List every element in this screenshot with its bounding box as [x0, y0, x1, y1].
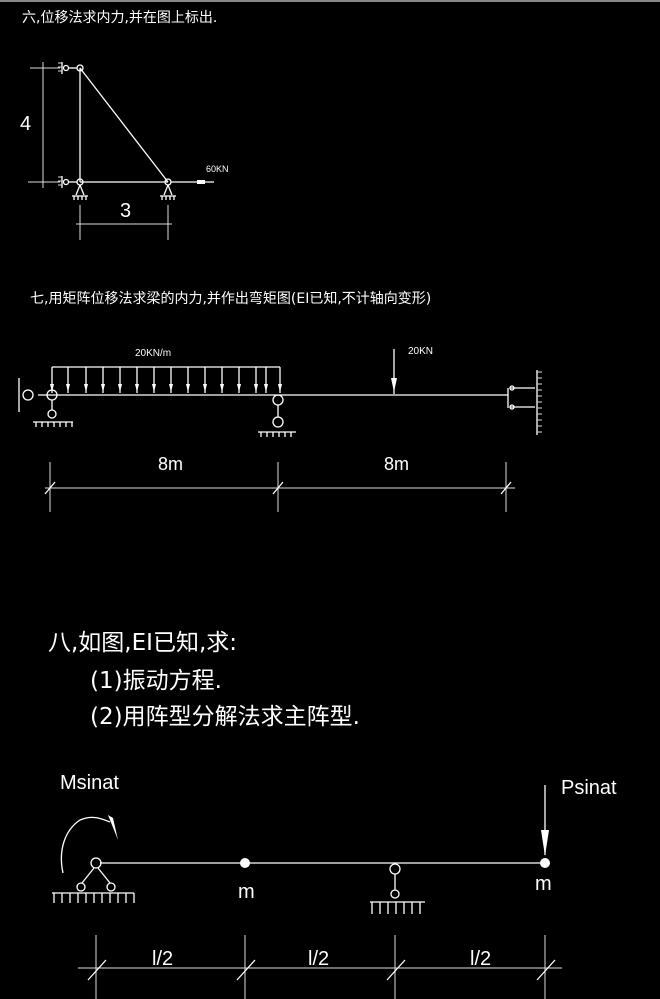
segment-3-label: l/2	[470, 948, 491, 970]
segment-2-label: l/2	[308, 948, 329, 970]
force-label: Psinat	[561, 777, 617, 799]
middle-roller-support-icon	[258, 394, 296, 437]
mass-2-label: m	[535, 873, 552, 895]
dimension-lines	[28, 62, 172, 240]
force-arrow-icon	[541, 785, 549, 856]
load-label: 60KN	[206, 164, 229, 174]
span-1-label: 8m	[158, 454, 183, 474]
point-load-label: 20KN	[408, 346, 433, 357]
distributed-load-label: 20KN/m	[135, 348, 171, 359]
dim-width-label: 3	[120, 200, 131, 222]
problem-8: 八,如图,EI已知,求: (1)振动方程. (2)用阵型分解法求主阵型. Msi…	[48, 630, 617, 999]
mass-point-1	[240, 858, 250, 868]
point-load-arrow-icon	[391, 349, 397, 394]
left-support-icon	[18, 378, 73, 427]
problem-6: 六,位移法求内力,并在图上标出. 4 3	[20, 10, 229, 240]
moment-label: Msinat	[60, 772, 119, 794]
problem-8-title: 八,如图,EI已知,求:	[48, 630, 237, 656]
distributed-load-arrows	[50, 366, 282, 393]
dim-height-label: 4	[20, 113, 31, 135]
problem-7: 七,用矩阵位移法求梁的内力,并作出弯矩图(EI已知,不计轴向变形) 20KN/m	[18, 290, 542, 512]
segment-1-label: l/2	[152, 948, 173, 970]
mass-1-label: m	[238, 881, 255, 903]
load-arrow-icon	[171, 180, 214, 184]
roller-support-icon	[58, 62, 77, 188]
segment-dimension	[78, 935, 562, 999]
truss-frame	[76, 64, 172, 186]
problem-7-title: 七,用矩阵位移法求梁的内力,并作出弯矩图(EI已知,不计轴向变形)	[30, 290, 431, 307]
span-dimension	[44, 462, 515, 512]
roller-support-icon	[370, 863, 425, 914]
right-fixed-support-icon	[507, 370, 542, 435]
span-2-label: 8m	[384, 454, 409, 474]
question-1: (1)振动方程.	[90, 668, 222, 694]
moment-arrow-icon	[60, 815, 118, 874]
question-2: (2)用阵型分解法求主阵型.	[90, 704, 360, 730]
problem-6-title: 六,位移法求内力,并在图上标出.	[22, 10, 217, 26]
pin-support-icon	[52, 857, 135, 903]
mass-point-2	[540, 858, 550, 868]
pin-support-icon	[72, 184, 176, 200]
